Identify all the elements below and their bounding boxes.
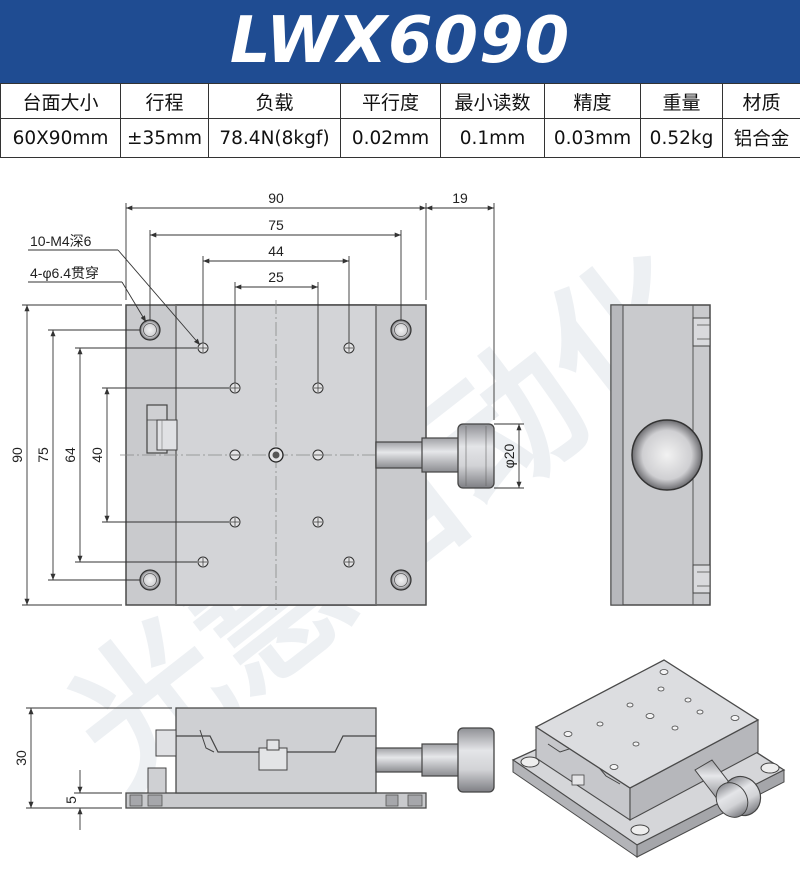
spec-header-cell: 负载 [208,83,341,119]
dim-base-5: 5 [63,796,79,804]
spec-header-cell: 最小读数 [440,83,545,119]
spec-header-cell: 材质 [722,83,800,119]
spec-header-row: 台面大小 行程 负载 平行度 最小读数 精度 重量 材质 [0,83,800,119]
title-banner: LWX6090 [0,0,800,83]
dim-height-90: 90 [9,447,25,463]
dim-hole-44: 44 [268,243,284,259]
dim-knob-diameter: φ20 [501,443,517,468]
spec-table: 台面大小 行程 负载 平行度 最小读数 精度 重量 材质 60X90mm ±35… [0,83,800,158]
spec-value-cell: 0.02mm [340,118,441,158]
dim-height-30: 30 [13,750,29,766]
spec-header-cell: 平行度 [340,83,441,119]
spec-value-cell: 0.03mm [544,118,641,158]
spec-header-cell: 行程 [120,83,209,119]
dim-height-75: 75 [35,447,51,463]
callout-through-holes: 4-φ6.4贯穿 [30,265,99,281]
isometric-view [511,659,786,858]
spec-value-cell: 60X90mm [0,118,121,158]
callout-tapped-holes: 10-M4深6 [30,233,92,249]
spec-header-cell: 台面大小 [0,83,121,119]
spec-value-cell: ±35mm [120,118,209,158]
dim-hole-25: 25 [268,269,284,285]
spec-value-cell: 78.4N(8kgf) [208,118,341,158]
dim-hole-75: 75 [268,217,284,233]
spec-value-row: 60X90mm ±35mm 78.4N(8kgf) 0.02mm 0.1mm 0… [0,118,800,158]
dim-knob-19: 19 [452,190,468,206]
spec-value-cell: 0.1mm [440,118,545,158]
product-title: LWX6090 [229,4,571,78]
spec-header-cell: 重量 [640,83,723,119]
side-knob-circle [631,419,703,491]
dim-height-40: 40 [89,447,105,463]
spec-value-cell: 0.52kg [640,118,723,158]
front-view: 30 5 [13,707,495,830]
side-view [610,304,711,606]
top-view: 90 19 75 44 25 10-M4深6 4-φ6.4贯穿 [9,190,524,610]
dim-height-64: 64 [62,447,78,463]
micrometer-knob [375,423,495,489]
lock-screw [146,404,178,454]
spec-header-cell: 精度 [544,83,641,119]
dim-width-90: 90 [268,190,284,206]
spec-value-cell: 铝合金 [722,118,800,158]
